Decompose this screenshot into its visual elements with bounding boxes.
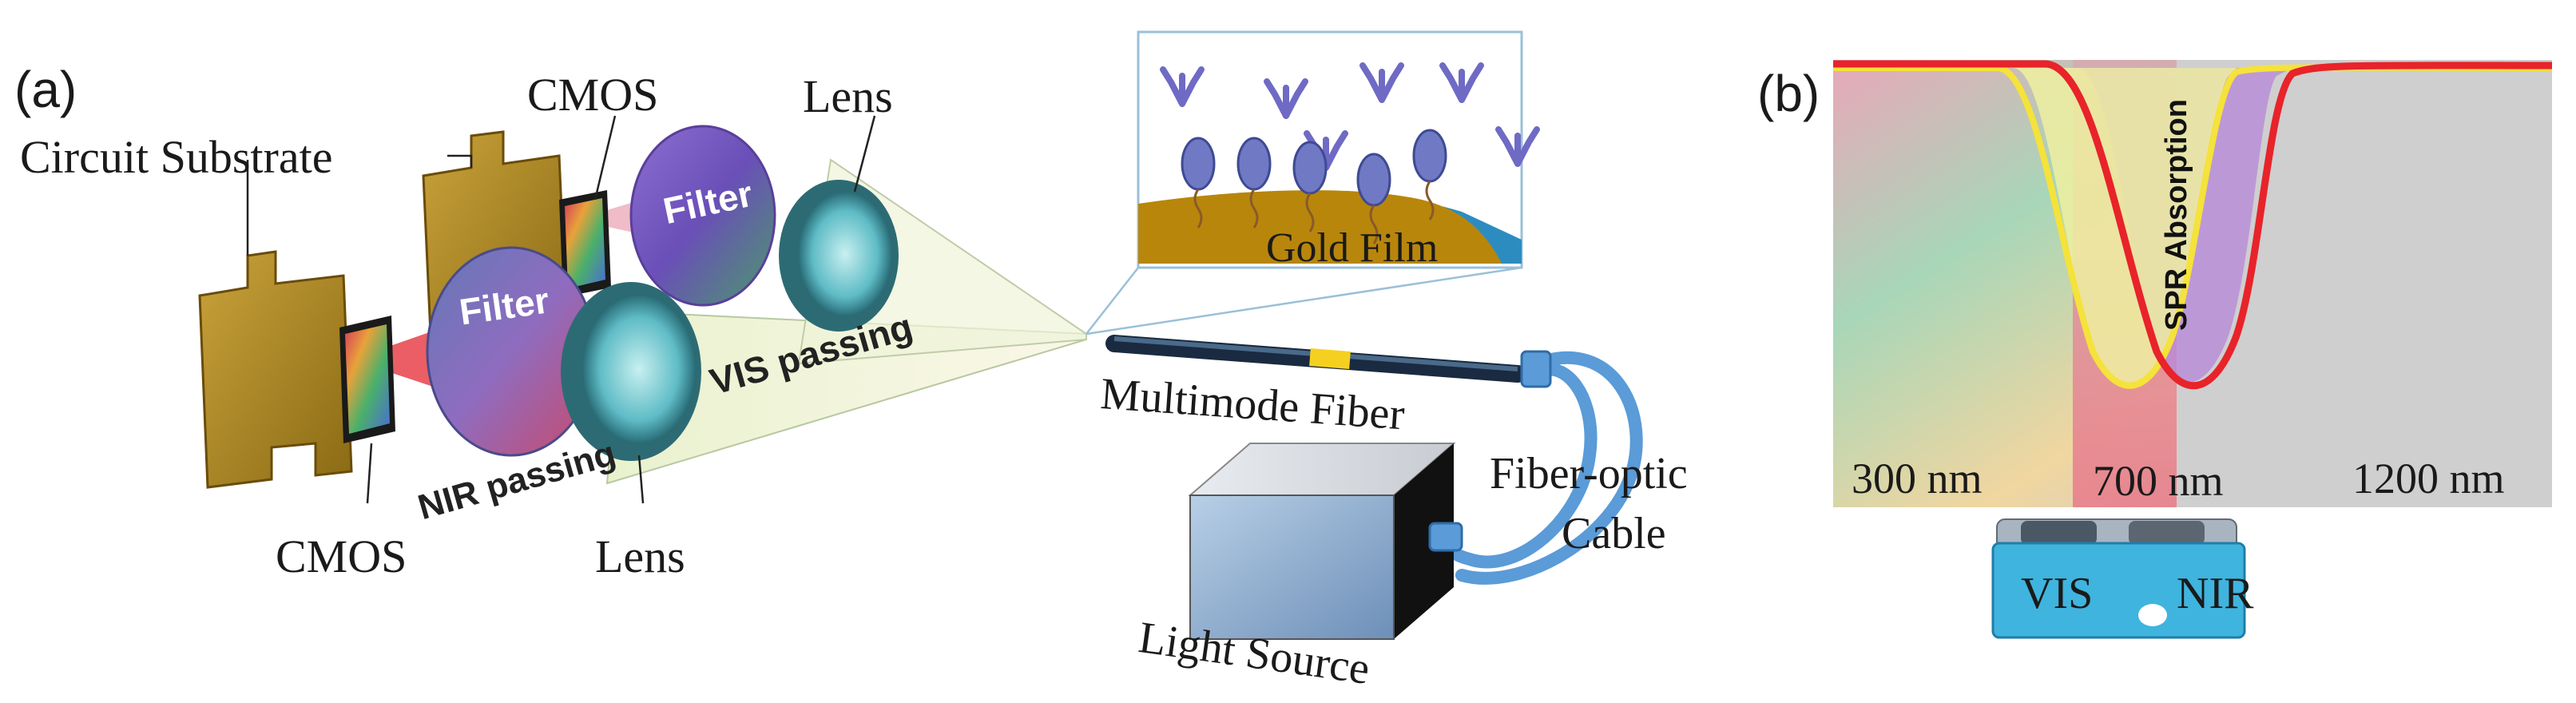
cmos-top-label: CMOS [527, 69, 659, 121]
light-source-box [1188, 443, 1463, 640]
antibody-icon [1439, 62, 1484, 103]
antibody-icon [1359, 62, 1404, 103]
circuit-substrate-lower [198, 250, 353, 489]
device-vis-label: VIS [2021, 569, 2094, 618]
device-nir-label: NIR [2177, 569, 2254, 618]
linker-icon [1425, 181, 1435, 220]
lens-top-label: Lens [803, 70, 893, 122]
bound-proteins [1181, 129, 1447, 244]
protein-icon [1292, 141, 1328, 195]
cable-label: Cable [1562, 509, 1666, 558]
antibody-icon [1495, 126, 1540, 167]
linker-icon [1369, 205, 1379, 244]
vis-nir-device [1991, 518, 2246, 639]
cmos-sensor-lower [339, 316, 395, 443]
cmos-sensor-upper [559, 190, 611, 297]
fiber-optic-label: Fiber-optic [1490, 449, 1688, 498]
gold-film-inset [1086, 30, 1523, 336]
panel-b-label: (b) [1757, 65, 1820, 122]
protein-icon [1412, 129, 1447, 183]
lens-upper [779, 180, 899, 332]
spr-curve-red [1833, 60, 2553, 390]
circuit-substrate-label: Circuit Substrate [20, 131, 333, 183]
linker-icon [1193, 189, 1203, 228]
lens-lower [561, 282, 701, 461]
antibodies [1160, 62, 1540, 171]
wavelength-700-label: 700 nm [2093, 457, 2224, 505]
wavelength-300-label: 300 nm [1852, 455, 1983, 502]
protein-icon [1356, 153, 1391, 207]
leader-lines [246, 115, 876, 504]
antibody-icon [1160, 66, 1205, 107]
spr-plot [1833, 60, 2553, 507]
linker-icon [1249, 189, 1259, 228]
protein-icon [1236, 137, 1272, 191]
gold-film-label: Gold Film [1266, 225, 1439, 271]
panel-a-label: (a) [14, 61, 77, 118]
multimode-fiber [1105, 335, 1526, 383]
cmos-bottom-label: CMOS [276, 530, 407, 582]
spr-curve-yellow [1833, 64, 2553, 389]
fiber-connector [1520, 350, 1552, 388]
protein-icon [1181, 137, 1216, 191]
antibody-icon [1264, 78, 1308, 119]
spr-absorption-label: SPR Absorption [2159, 99, 2193, 331]
filter-upper [629, 125, 776, 307]
lens-bottom-label: Lens [595, 530, 685, 582]
wavelength-1200-label: 1200 nm [2352, 455, 2505, 502]
linker-icon [1305, 193, 1315, 232]
